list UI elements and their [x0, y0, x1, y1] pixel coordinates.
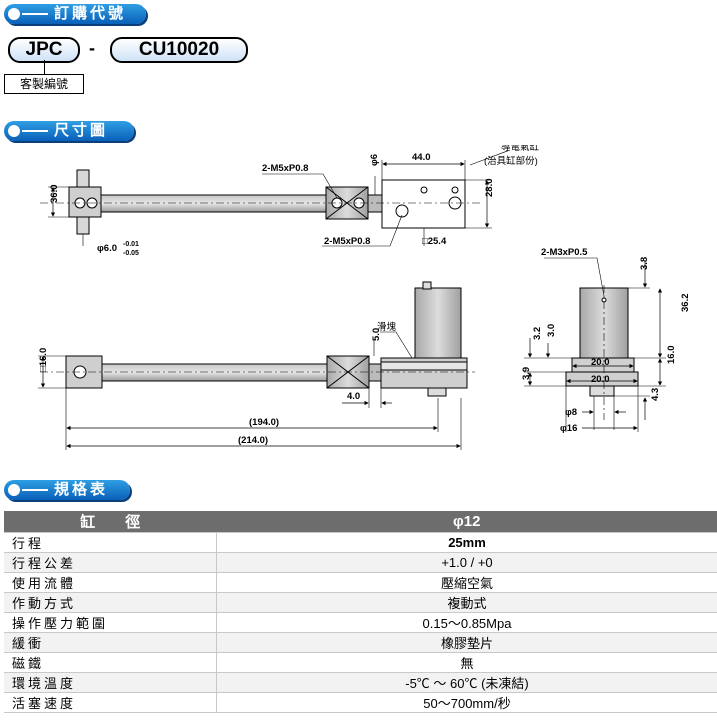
code-separator: - — [89, 38, 95, 58]
shaft-tol-upper: -0.01 — [123, 241, 139, 248]
dim-28: 28.0 — [484, 179, 495, 198]
spec-header-row: 缸 徑 φ12 — [4, 511, 717, 533]
prefix-pill: JPC — [8, 37, 80, 63]
shaft-dia: φ6.0 — [97, 243, 117, 254]
end-view — [524, 257, 666, 432]
shaft-tol-lower: -0.05 — [123, 250, 139, 257]
slider-label: 滑塊 — [377, 321, 397, 333]
header-bore-label: 缸 徑 — [4, 511, 217, 533]
dim-20-bottom: 20.0 — [591, 374, 610, 385]
top-view-labels: 36.0 φ6.0 -0.01 -0.05 2-M5xP0.8 2-M5xP0.… — [49, 145, 540, 257]
table-row: 使用流體 壓縮空氣 — [4, 572, 717, 593]
order-code-banner: 訂購代號 — [4, 4, 146, 24]
row-value: 25mm — [216, 532, 717, 553]
dim-194: (194.0) — [249, 417, 279, 428]
table-row: 操作壓力範圍 0.15～0.85Mpa — [4, 612, 717, 633]
header-bore-value: φ12 — [216, 511, 717, 533]
row-label: 緩衝 — [4, 632, 217, 653]
dim-36-2: 36.2 — [680, 294, 691, 313]
dim-3-2: 3.2 — [532, 327, 543, 340]
row-value: -5℃ ～ 60℃ (未凍結) — [216, 672, 717, 693]
row-value: +1.0 / +0 — [216, 552, 717, 573]
side-view — [38, 281, 475, 450]
row-value: 50～700mm/秒 — [216, 692, 717, 713]
row-label: 操作壓力範圍 — [4, 612, 217, 633]
dim-20-top: 20.0 — [591, 357, 610, 368]
row-value: 壓縮空氣 — [216, 572, 717, 593]
dim-25-4: □25.4 — [422, 236, 447, 247]
table-row: 行程公差 +1.0 / +0 — [4, 552, 717, 573]
dim-3-0: 3.0 — [546, 324, 557, 337]
dim-36: 36.0 — [49, 185, 60, 204]
bullet-icon — [8, 8, 20, 20]
phi8-label: φ8 — [565, 407, 577, 418]
spec-table: 缸 徑 φ12 行程 25mm 行程公差 +1.0 / +0 使用流體 壓縮空氣… — [4, 511, 717, 713]
row-label: 行程公差 — [4, 552, 217, 573]
specs-title: 規格表 — [54, 481, 109, 498]
row-label: 活塞速度 — [4, 692, 217, 713]
phi6-label: φ6 — [369, 154, 380, 166]
table-row: 活塞速度 50～700mm/秒 — [4, 692, 717, 713]
order-code-title: 訂購代號 — [54, 5, 127, 22]
dim-3-9: 3.9 — [521, 367, 532, 380]
row-label: 作動方式 — [4, 592, 217, 613]
code-leader — [44, 60, 45, 74]
dimensions-banner: 尺寸圖 — [4, 121, 134, 141]
row-label: 使用流體 — [4, 572, 217, 593]
bullet-icon — [8, 484, 20, 496]
table-row: 緩衝 橡膠墊片 — [4, 632, 717, 653]
m3-label: 2-M3xP0.5 — [541, 247, 588, 258]
dimensions-title: 尺寸圖 — [54, 122, 109, 139]
row-value: 0.15～0.85Mpa — [216, 612, 717, 633]
bullet-icon — [8, 125, 20, 137]
dim-4: 4.0 — [347, 391, 360, 402]
phi16-label: φ16 — [560, 423, 577, 434]
cylinder-note: (治具缸部份) — [484, 155, 538, 167]
dim-5: 5.0 — [371, 328, 382, 341]
table-row: 環境溫度 -5℃ ～ 60℃ (未凍結) — [4, 672, 717, 693]
m5-top-label: 2-M5xP0.8 — [262, 163, 308, 174]
row-value: 橡膠墊片 — [216, 632, 717, 653]
table-row: 作動方式 複動式 — [4, 592, 717, 613]
side-view-labels: □16.0 5.0 滑塊 4.0 (194.0) (214.0) — [38, 321, 397, 446]
dim-16: 16.0 — [666, 346, 677, 365]
dimension-drawing: 36.0 φ6.0 -0.01 -0.05 2-M5xP0.8 2-M5xP0.… — [38, 145, 691, 450]
specs-banner: 規格表 — [4, 480, 130, 500]
table-row: 磁鐵 無 — [4, 652, 717, 673]
dim-sq16: □16.0 — [38, 348, 49, 372]
m5-bottom-label: 2-M5xP0.8 — [324, 236, 370, 247]
row-label: 磁鐵 — [4, 652, 217, 673]
dim-4-3: 4.3 — [650, 388, 661, 401]
table-row: 行程 25mm — [4, 532, 717, 553]
cylinder-label: 導電氣缸 — [501, 145, 540, 153]
row-label: 環境溫度 — [4, 672, 217, 693]
dim-3-8: 3.8 — [639, 257, 650, 270]
row-label: 行程 — [4, 532, 217, 553]
row-value: 複動式 — [216, 592, 717, 613]
model-pill: CU10020 — [110, 37, 248, 63]
top-view — [40, 149, 511, 247]
end-view-labels: 2-M3xP0.5 3.8 36.2 3.2 3.0 20.0 20.0 16.… — [521, 247, 691, 434]
custom-code-label: 客製編號 — [4, 74, 84, 94]
dim-214: (214.0) — [238, 435, 268, 446]
dim-44: 44.0 — [412, 152, 431, 163]
row-value: 無 — [216, 652, 717, 673]
